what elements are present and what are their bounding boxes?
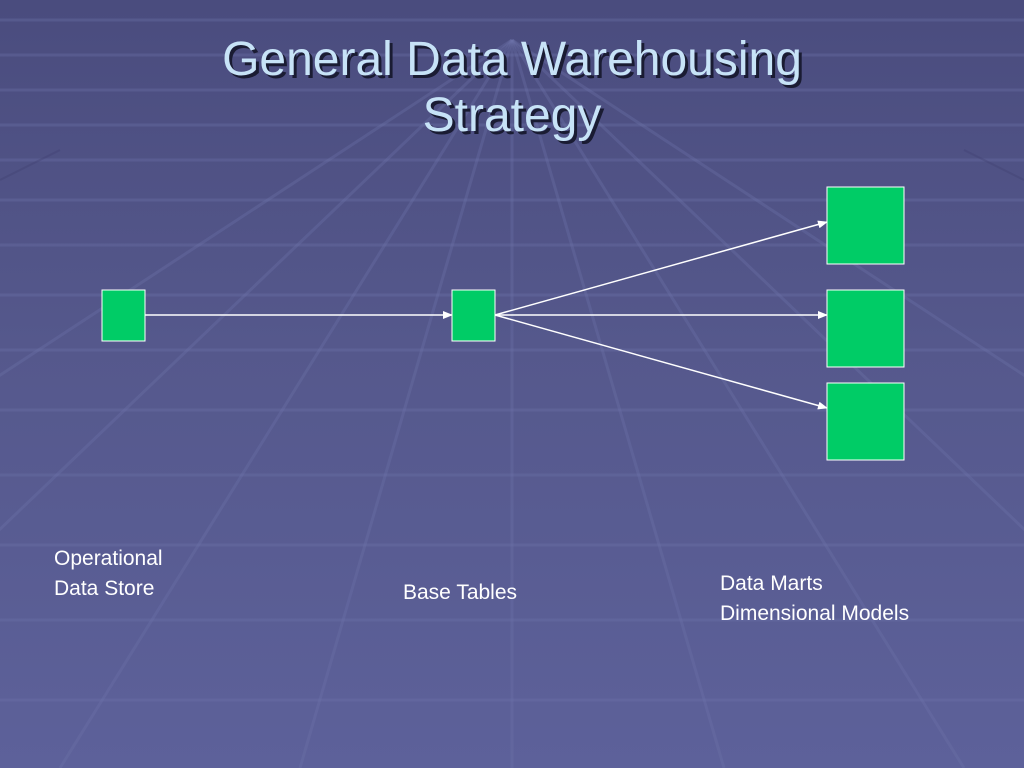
data-mart-box-1 (826, 186, 905, 265)
label-line: Data Store (54, 577, 155, 600)
label-line: Operational (54, 547, 163, 570)
data-marts-label: Data Marts Dimensional Models (720, 569, 909, 629)
label-line: Dimensional Models (720, 602, 910, 625)
arrow-base-to-mart-3 (494, 314, 828, 410)
slide-title-line-1: General Data Warehousing (222, 33, 802, 86)
base-tables-box (451, 289, 496, 342)
data-mart-box-2 (826, 289, 905, 368)
label-line: Base Tables (403, 581, 518, 604)
slide-title-line-2: Strategy (422, 89, 602, 142)
base-tables-label: Base Tables (403, 578, 517, 608)
slide-title: General Data Warehousing Strategy (0, 32, 1024, 144)
arrow-base-to-mart-1 (494, 220, 828, 316)
data-mart-box-3 (826, 382, 905, 461)
operational-data-store-box (101, 289, 146, 342)
label-line: Data Marts (720, 572, 823, 595)
operational-data-store-label: Operational Data Store (54, 544, 163, 604)
